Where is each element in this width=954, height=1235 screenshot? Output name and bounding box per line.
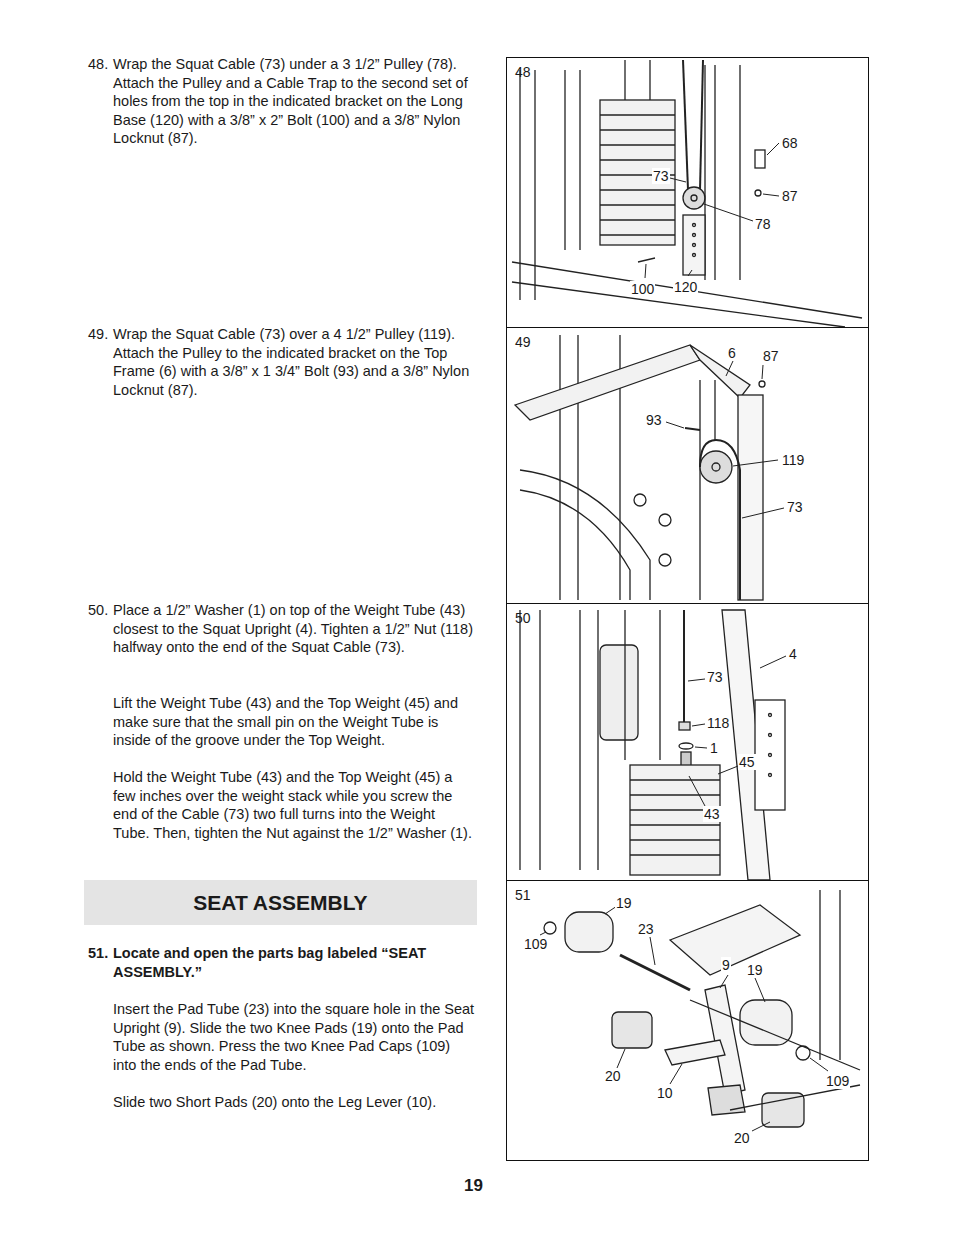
step-number: 49 xyxy=(515,334,531,350)
callout-number: 78 xyxy=(754,216,772,232)
callout-number: 87 xyxy=(781,188,799,204)
step-number: 48 xyxy=(515,64,531,80)
callout-number: 23 xyxy=(637,921,655,937)
callout-number: 68 xyxy=(781,135,799,151)
instruction-text: Insert the Pad Tube (23) into the square… xyxy=(113,1000,475,1074)
callout-number: 93 xyxy=(645,412,663,428)
section-heading: SEAT ASSEMBLY xyxy=(193,891,367,915)
step-48-figure xyxy=(512,60,862,327)
step-number: 48. xyxy=(88,55,108,74)
callout-number: 10 xyxy=(656,1085,674,1101)
callout-number: 118 xyxy=(706,715,730,731)
figure-panel: 51 xyxy=(506,880,869,1161)
callout-number: 109 xyxy=(825,1073,850,1089)
step-number: 49. xyxy=(88,325,108,344)
callout-number: 9 xyxy=(721,957,731,973)
callout-number: 87 xyxy=(762,348,780,364)
instruction-text: Locate and open the parts bag labeled “S… xyxy=(113,944,475,981)
callout-number: 73 xyxy=(652,168,670,184)
step-number: 50. xyxy=(88,601,108,620)
callout-number: 45 xyxy=(738,754,756,770)
step-number: 51 xyxy=(515,887,531,903)
instruction-text: Lift the Weight Tube (43) and the Top We… xyxy=(113,694,475,750)
step-50-figure xyxy=(520,610,786,880)
step-49-figure xyxy=(515,335,784,600)
callout-number: 1 xyxy=(709,740,719,756)
callout-number: 119 xyxy=(781,452,805,468)
callout-number: 43 xyxy=(703,806,721,822)
callout-number: 20 xyxy=(733,1130,751,1146)
callout-number: 20 xyxy=(604,1068,622,1084)
callout-number: 120 xyxy=(673,279,698,295)
callout-number: 4 xyxy=(788,646,798,662)
page-number: 19 xyxy=(464,1177,483,1196)
step-51-figure xyxy=(540,890,860,1131)
callout-number: 73 xyxy=(786,499,804,515)
instruction-text: Wrap the Squat Cable (73) under a 3 1/2”… xyxy=(113,55,475,148)
figure-panel: 50 xyxy=(506,603,869,881)
step-number: 50 xyxy=(515,610,531,626)
callout-number: 73 xyxy=(706,669,724,685)
figure-panel: 49 xyxy=(506,327,869,604)
callout-number: 6 xyxy=(727,345,737,361)
step-number: 51. xyxy=(88,944,108,963)
instruction-text: Wrap the Squat Cable (73) over a 4 1/2” … xyxy=(113,325,475,399)
callout-number: 109 xyxy=(523,936,548,952)
section-heading-band: SEAT ASSEMBLY xyxy=(84,880,477,925)
callout-number: 19 xyxy=(746,962,764,978)
instruction-text: Place a 1/2” Washer (1) on top of the We… xyxy=(113,601,475,657)
callout-number: 100 xyxy=(630,281,655,297)
instruction-text: Hold the Weight Tube (43) and the Top We… xyxy=(113,768,475,842)
callout-number: 19 xyxy=(615,895,633,911)
instruction-text: Slide two Short Pads (20) onto the Leg L… xyxy=(113,1093,475,1112)
